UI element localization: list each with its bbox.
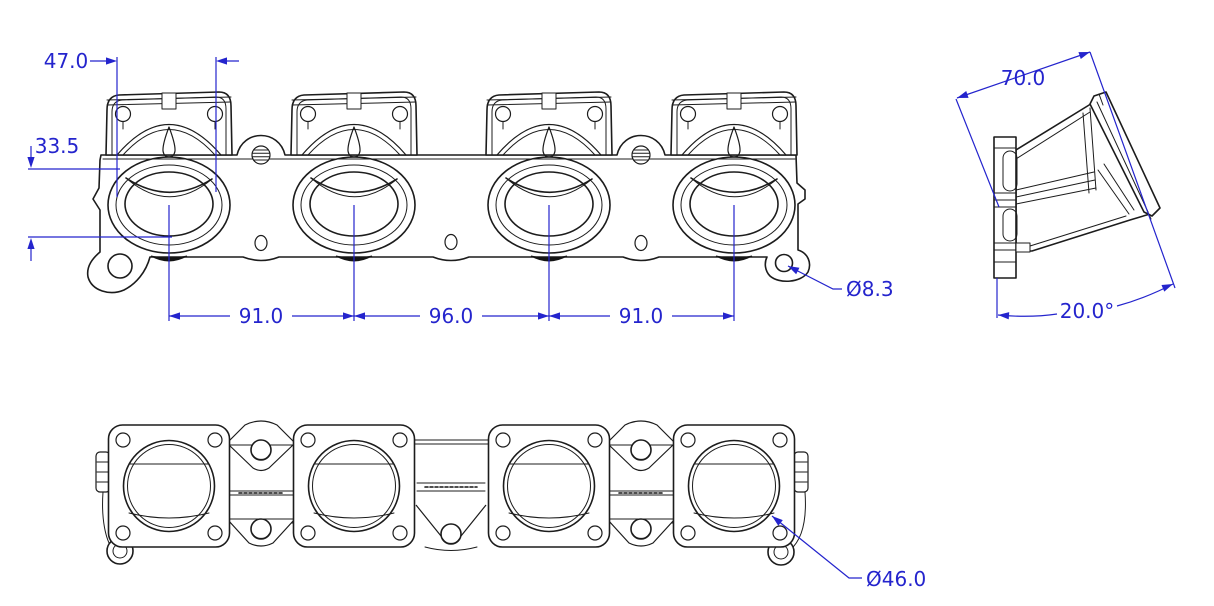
center-line bbox=[168, 205, 735, 321]
runner-flange bbox=[485, 91, 613, 158]
manifold-plate-outline bbox=[86, 134, 811, 294]
flange-web bbox=[606, 420, 676, 547]
dim-mount-hole-diameter: Ø8.3 bbox=[846, 277, 894, 301]
arrowhead bbox=[27, 157, 35, 168]
corner-mount-hole bbox=[107, 253, 133, 279]
leader-line bbox=[787, 265, 842, 290]
flange-web bbox=[413, 439, 489, 552]
dim-bore-diameter: Ø46.0 bbox=[866, 567, 926, 591]
runner-flange bbox=[290, 91, 418, 158]
bolt-hole bbox=[634, 234, 648, 252]
extension-line bbox=[955, 51, 1176, 289]
dim-runner-pitch-left: 91.0 bbox=[239, 304, 284, 328]
annotations: 47.0 33.5 91.0 96.0 91.0 Ø8.3 Ø46.0 70.0 bbox=[27, 48, 1176, 591]
arrowhead bbox=[216, 57, 227, 65]
throttle-flange bbox=[672, 424, 796, 548]
arrowhead bbox=[1078, 48, 1092, 59]
flange-tongue bbox=[1015, 242, 1031, 253]
throttle-flange bbox=[107, 424, 231, 548]
corner-mount-hole bbox=[774, 253, 794, 273]
arrowhead bbox=[27, 238, 35, 249]
dim-runner-pitch-right: 91.0 bbox=[619, 304, 664, 328]
dim-port-center-drop: 33.5 bbox=[35, 134, 80, 158]
bolt-hole bbox=[444, 233, 458, 251]
vacuum-slot bbox=[251, 145, 271, 165]
throttle-flange bbox=[292, 424, 416, 548]
tilted-flange bbox=[1089, 91, 1161, 217]
arrowhead bbox=[106, 57, 117, 65]
dim-runner-angle: 20.0° bbox=[1060, 299, 1115, 323]
throttle-flange bbox=[487, 424, 611, 548]
arrowhead bbox=[955, 91, 969, 102]
side-view bbox=[993, 91, 1161, 279]
extension-line bbox=[28, 168, 172, 238]
dim-runner-pitch-center: 96.0 bbox=[429, 304, 474, 328]
leader-line bbox=[771, 515, 862, 579]
flange-web bbox=[226, 420, 296, 547]
arrowhead bbox=[997, 311, 1010, 320]
dim-throat-width: 47.0 bbox=[44, 49, 89, 73]
arrowhead bbox=[549, 312, 560, 320]
arrowhead bbox=[538, 312, 549, 320]
arrowhead bbox=[343, 312, 354, 320]
arrowhead bbox=[169, 312, 180, 320]
bottom-view bbox=[95, 420, 809, 566]
dim-flange-depth: 70.0 bbox=[1001, 66, 1046, 90]
front-view bbox=[86, 91, 811, 294]
arrowhead bbox=[354, 312, 365, 320]
runner-flange bbox=[670, 91, 798, 158]
vacuum-slot bbox=[631, 145, 651, 165]
arrowhead bbox=[723, 312, 734, 320]
extension-line bbox=[116, 57, 217, 197]
runner-flange bbox=[105, 91, 233, 158]
bolt-hole bbox=[254, 234, 268, 252]
dimension-line bbox=[956, 51, 1091, 99]
